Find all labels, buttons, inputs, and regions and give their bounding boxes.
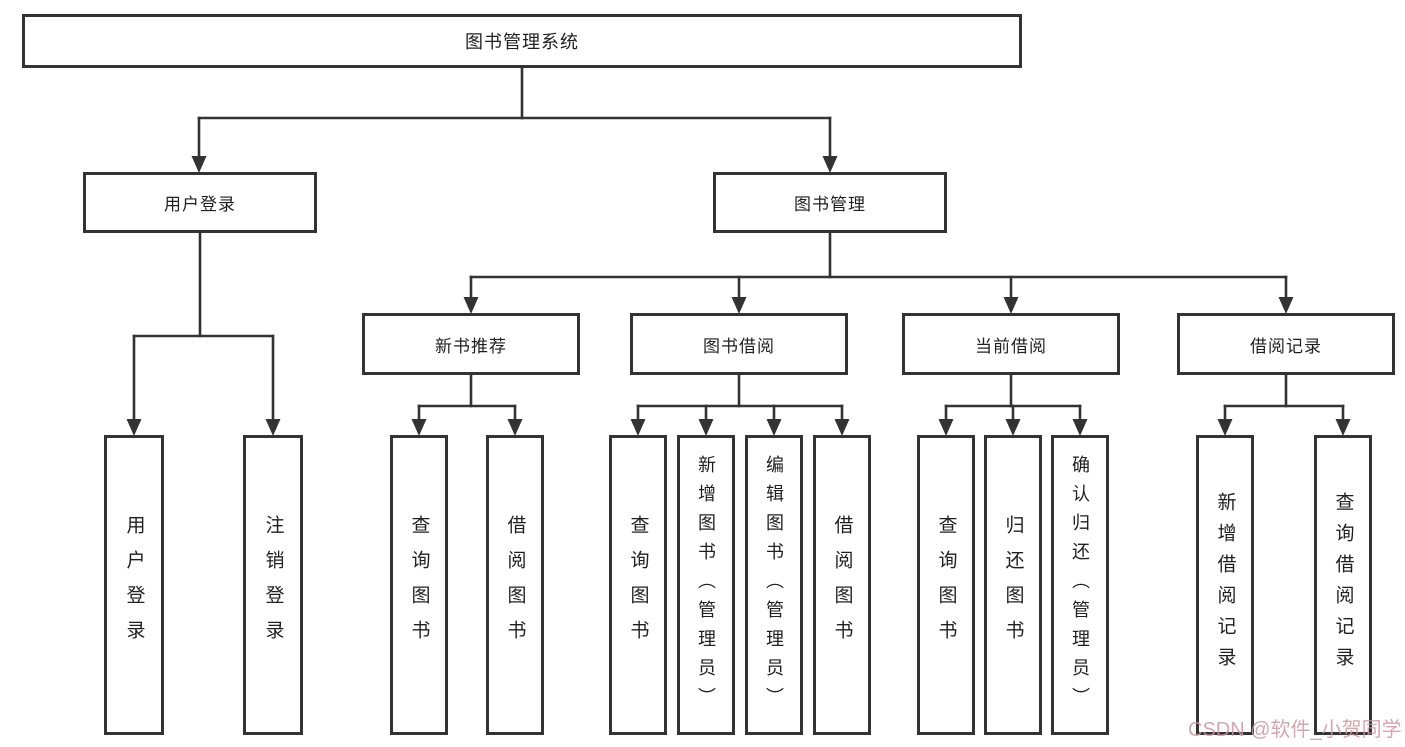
node-book-borrow: 图书借阅 <box>630 313 848 375</box>
node-user-login: 用户登录 <box>83 172 317 233</box>
leaf-query-borrow-record: 查询借阅记录 <box>1314 435 1372 735</box>
leaf-user-login: 用户登录 <box>104 435 164 735</box>
node-new-book-recommend-label: 新书推荐 <box>435 336 507 356</box>
node-new-book-recommend: 新书推荐 <box>362 313 580 375</box>
node-system-root: 图书管理系统 <box>22 14 1022 68</box>
node-system-root-label: 图书管理系统 <box>465 32 579 52</box>
leaf-logout: 注销登录 <box>243 435 303 735</box>
leaf-logout-label: 注销登录 <box>262 515 284 655</box>
leaf-borrow-book-recommend-label: 借阅图书 <box>504 515 526 655</box>
leaf-add-book-admin: 新增图书（管理员） <box>677 435 735 735</box>
leaf-user-login-label: 用户登录 <box>123 515 145 655</box>
leaf-confirm-return-admin-label: 确认归还（管理员） <box>1070 454 1090 716</box>
node-borrow-records: 借阅记录 <box>1177 313 1395 375</box>
leaf-add-book-admin-label: 新增图书（管理员） <box>696 454 716 716</box>
node-current-borrow: 当前借阅 <box>902 313 1120 375</box>
leaf-query-book-recommend: 查询图书 <box>390 435 448 735</box>
csdn-watermark: CSDN @软件_小贺同学 <box>1188 719 1402 741</box>
leaf-borrow-book-recommend: 借阅图书 <box>486 435 544 735</box>
leaf-edit-book-admin-label: 编辑图书（管理员） <box>764 454 784 716</box>
leaf-query-book-current: 查询图书 <box>917 435 975 735</box>
leaf-query-book-recommend-label: 查询图书 <box>408 515 430 655</box>
leaf-confirm-return-admin: 确认归还（管理员） <box>1051 435 1109 735</box>
leaf-query-borrow-record-label: 查询借阅记录 <box>1332 492 1354 678</box>
leaf-query-book-borrow-label: 查询图书 <box>627 515 649 655</box>
leaf-return-book-label: 归还图书 <box>1002 515 1024 655</box>
node-book-management-label: 图书管理 <box>794 195 866 214</box>
leaf-query-book-current-label: 查询图书 <box>935 515 957 655</box>
leaf-borrow-book: 借阅图书 <box>813 435 871 735</box>
leaf-borrow-book-label: 借阅图书 <box>831 515 853 655</box>
leaf-add-borrow-record: 新增借阅记录 <box>1196 435 1254 735</box>
node-borrow-records-label: 借阅记录 <box>1250 336 1322 356</box>
node-user-login-label: 用户登录 <box>164 195 236 214</box>
node-current-borrow-label: 当前借阅 <box>975 336 1047 356</box>
leaf-edit-book-admin: 编辑图书（管理员） <box>745 435 803 735</box>
leaf-return-book: 归还图书 <box>984 435 1042 735</box>
node-book-management: 图书管理 <box>713 172 947 233</box>
leaf-add-borrow-record-label: 新增借阅记录 <box>1214 492 1236 678</box>
node-book-borrow-label: 图书借阅 <box>703 336 775 356</box>
leaf-query-book-borrow: 查询图书 <box>609 435 667 735</box>
